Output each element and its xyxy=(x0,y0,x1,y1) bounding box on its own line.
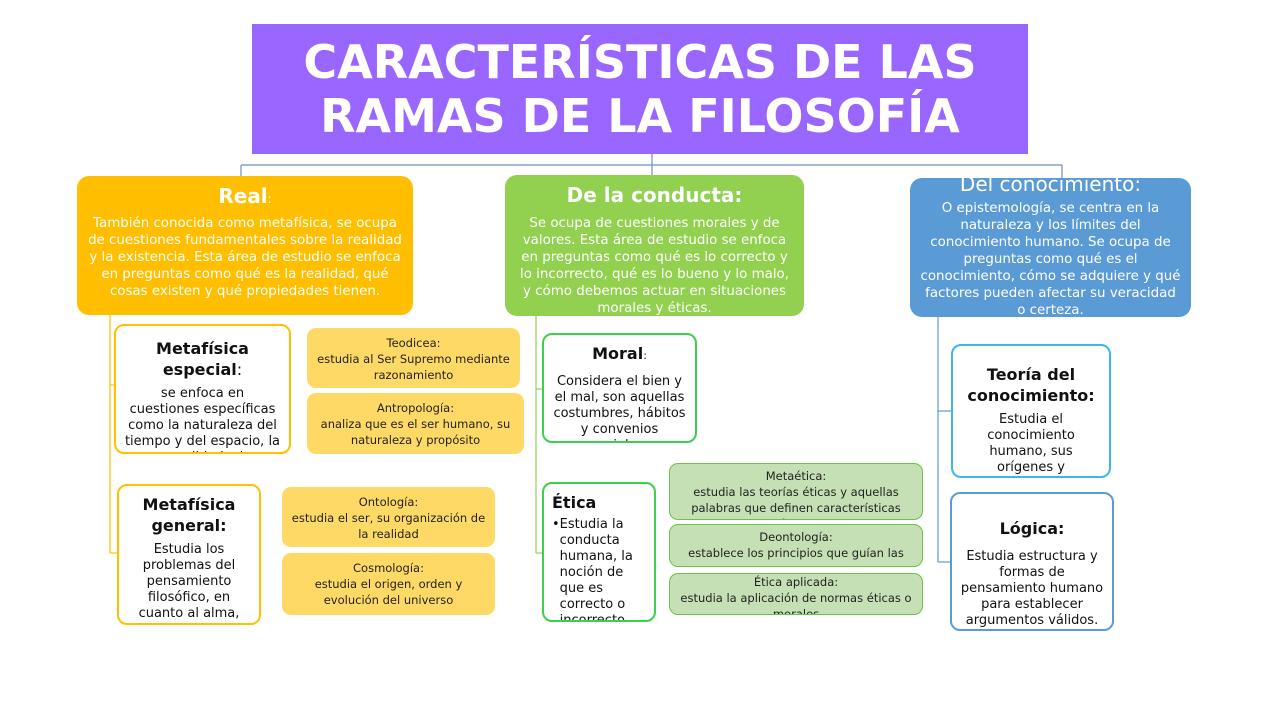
metafisica-especial-title: Metafísica especial xyxy=(156,339,249,379)
metaetica-text: estudia las teorías éticas y aquellas pa… xyxy=(691,485,901,519)
metafisica-especial-text: se enfoca en cuestiones específicas como… xyxy=(124,386,281,452)
branch-real-text: También conocida como metafísica, se ocu… xyxy=(88,216,402,299)
cosmologia-text: estudia el origen, orden y evolución del… xyxy=(314,577,463,607)
teodicea-title: Teodicea: xyxy=(386,336,441,350)
teodicea-text: estudia al Ser Supremo mediante razonami… xyxy=(317,352,510,382)
logica-text: Estudia estructura y formas de pensamien… xyxy=(960,549,1104,628)
moral-box: Moral: Considera el bien y el mal, son a… xyxy=(542,333,697,443)
moral-suffix: : xyxy=(643,349,647,362)
etica-text: Estudia la conducta humana, la noción de… xyxy=(559,517,633,622)
page-title: CARACTERÍSTICAS DE LAS RAMAS DE LA FILOS… xyxy=(252,24,1028,154)
etica-aplicada-box: Ética aplicada: estudia la aplicación de… xyxy=(669,573,923,615)
metafisica-general-title: Metafísica general: xyxy=(142,495,236,535)
cosmologia-title: Cosmología: xyxy=(353,561,424,575)
branch-real: Real: También conocida como metafísica, … xyxy=(77,176,413,315)
metafisica-especial-suffix: : xyxy=(236,360,243,379)
antropologia-text: analiza que es el ser humano, su natural… xyxy=(320,417,511,447)
logica-title: Lógica: xyxy=(999,519,1065,538)
ontologia-box: Ontología: estudia el ser, su organizaci… xyxy=(282,487,495,547)
metafisica-general-box: Metafísica general: Estudia los problema… xyxy=(117,484,261,625)
branch-real-title-suffix: : xyxy=(267,192,272,206)
moral-title: Moral xyxy=(592,344,644,363)
moral-text: Considera el bien y el mal, son aquellas… xyxy=(553,374,686,441)
teoria-conocimiento-box: Teoría del conocimiento: Estudia el cono… xyxy=(951,344,1111,478)
teoria-conocimiento-title: Teoría del conocimiento: xyxy=(967,365,1095,405)
etica-aplicada-text: estudia la aplicación de normas éticas o… xyxy=(680,591,912,615)
antropologia-title: Antropología: xyxy=(376,401,455,415)
etica-box: Ética • Estudia la conducta humana, la n… xyxy=(542,482,656,622)
cosmologia-box: Cosmología: estudia el origen, orden y e… xyxy=(282,553,495,615)
deontologia-box: Deontología: establece los principios qu… xyxy=(669,524,923,567)
ontologia-title: Ontología: xyxy=(358,495,419,509)
etica-title: Ética xyxy=(552,493,597,512)
branch-conocimiento-text: O epistemología, se centra en la natural… xyxy=(920,201,1181,317)
etica-bullet: • xyxy=(552,517,560,532)
ontologia-text: estudia el ser, su organización de la re… xyxy=(291,511,486,541)
logica-box: Lógica: Estudia estructura y formas de p… xyxy=(950,492,1114,631)
etica-aplicada-title: Ética aplicada: xyxy=(753,575,839,589)
teodicea-box: Teodicea: estudia al Ser Supremo mediant… xyxy=(307,328,520,388)
branch-conocimiento: Del conocimiento: O epistemología, se ce… xyxy=(910,178,1191,317)
deontologia-title: Deontología: xyxy=(759,530,833,544)
branch-conducta: De la conducta: Se ocupa de cuestiones m… xyxy=(505,175,804,316)
antropologia-box: Antropología: analiza que es el ser huma… xyxy=(307,393,524,454)
branch-conocimiento-title: Del conocimiento: xyxy=(959,178,1142,196)
branch-real-title: Real xyxy=(218,184,268,208)
metaetica-title: Metaética: xyxy=(765,469,827,483)
metaetica-box: Metaética: estudia las teorías éticas y … xyxy=(669,463,923,520)
teoria-conocimiento-text: Estudia el conocimiento humano, sus oríg… xyxy=(987,412,1075,475)
metafisica-general-text: Estudia los problemas del pensamiento fi… xyxy=(138,542,240,623)
deontologia-text: establece los principios que guían las n… xyxy=(688,546,904,566)
branch-conducta-title: De la conducta: xyxy=(566,183,743,207)
metafisica-especial-box: Metafísica especial: se enfoca en cuesti… xyxy=(114,324,291,454)
branch-conducta-text: Se ocupa de cuestiones morales y de valo… xyxy=(519,216,790,316)
